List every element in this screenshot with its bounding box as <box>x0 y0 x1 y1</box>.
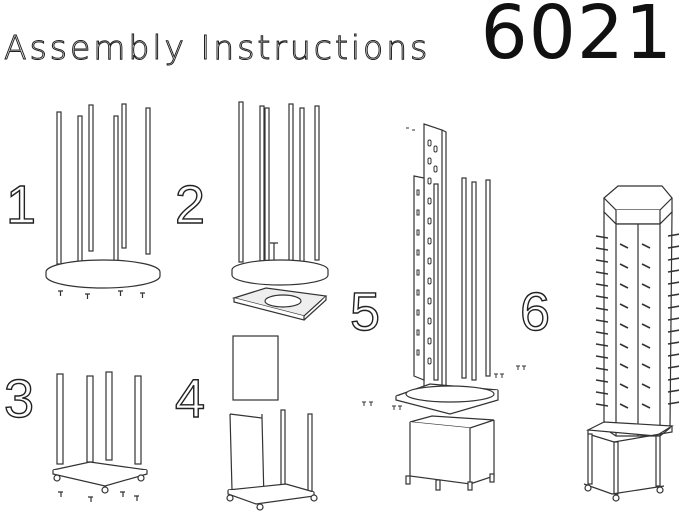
step-4-panel <box>232 335 279 401</box>
step-number-1: 1 <box>5 175 37 235</box>
step-5-base-plate <box>395 383 499 415</box>
step-1-drawing <box>45 103 161 299</box>
step-2-rods <box>238 101 320 263</box>
step-number-5: 5 <box>349 282 381 342</box>
step-6-drawing <box>583 185 679 502</box>
step-6-base-cart <box>583 421 674 502</box>
step-3-screws <box>58 491 139 502</box>
step-5-screws <box>362 127 526 410</box>
step-6-top-cap <box>603 185 673 225</box>
step-5-drawing <box>362 123 526 491</box>
step-2-plate <box>231 287 328 321</box>
model-number: 6021 <box>480 0 673 76</box>
step-6-hooks <box>595 233 679 409</box>
step-number-4: 4 <box>174 369 206 429</box>
step-number-3: 3 <box>3 369 35 429</box>
step-2-drawing <box>231 101 329 321</box>
step-1-rods <box>56 103 151 265</box>
step-4-box <box>226 409 318 511</box>
step-3-drawing <box>52 371 148 502</box>
step-3-base <box>52 461 148 494</box>
step-6-tower-body <box>603 210 673 437</box>
step-number-6: 6 <box>519 282 551 342</box>
step-3-posts <box>56 371 142 465</box>
step-4-drawing <box>226 335 318 511</box>
step-1-screws <box>58 290 145 299</box>
step-5-box <box>405 415 495 491</box>
page-title: Assembly Instructions <box>3 28 431 68</box>
step-number-2: 2 <box>174 175 206 235</box>
step-5-pegboard-panels <box>413 123 447 393</box>
step-5-rods <box>433 177 491 381</box>
